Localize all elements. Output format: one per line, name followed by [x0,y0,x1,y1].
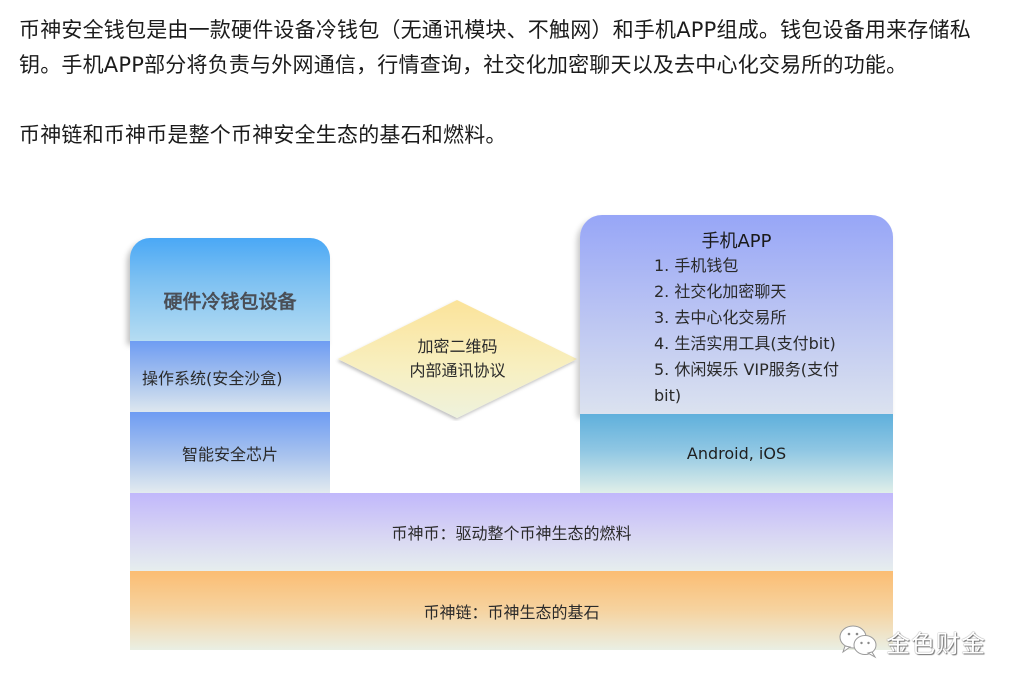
hardware-os-label: 操作系统(安全沙盒) [142,368,283,388]
intro-paragraph-2: 币神链和币神币是整个币神安全生态的基石和燃料。 [19,123,507,147]
app-feature-item: 4. 生活实用工具(支付bit) [654,334,836,353]
link-line-1: 加密二维码 [417,337,498,356]
mobile-os-label: Android, iOS [686,444,787,463]
chain-layer: 币神链：币神生态的基石 [130,571,893,650]
mobile-app-box: 手机APP 1. 手机钱包 2. 社交化加密聊天 3. 去中心化交易所 4. 生… [580,215,893,414]
app-feature-item: 2. 社交化加密聊天 [654,282,787,301]
watermark-text: 金色财金 [886,629,986,658]
watermark: 金色财金 [838,620,986,662]
app-feature-item: 3. 去中心化交易所 [654,308,787,327]
hardware-chip-layer: 智能安全芯片 [130,412,330,493]
chain-layer-label: 币神链：币神生态的基石 [423,602,600,622]
diamond-shape-icon [338,300,577,418]
link-line-2: 内部通讯协议 [409,361,506,380]
app-feature-item: 5. 休闲娱乐 VIP服务(支付bit) [654,360,839,405]
app-feature-list: 1. 手机钱包 2. 社交化加密聊天 3. 去中心化交易所 4. 生活实用工具(… [654,253,864,409]
coin-layer: 币神币：驱动整个币神生态的燃料 [130,493,893,571]
coin-layer-label: 币神币：驱动整个币神生态的燃料 [391,524,632,543]
hardware-wallet-box: 硬件冷钱包设备 [130,238,330,341]
hardware-wallet-title: 硬件冷钱包设备 [163,291,297,313]
communication-link-diamond: 加密二维码 内部通讯协议 [335,297,580,421]
mobile-os-layer: Android, iOS [580,414,893,493]
hardware-chip-label: 智能安全芯片 [181,444,278,464]
hardware-os-layer: 操作系统(安全沙盒) [130,341,330,412]
wechat-icon [839,625,877,659]
app-feature-item: 1. 手机钱包 [654,256,739,275]
intro-paragraph-1: 币神安全钱包是由一款硬件设备冷钱包（无通讯模块、不触网）和手机APP组成。钱包设… [19,18,971,77]
intro-text: 币神安全钱包是由一款硬件设备冷钱包（无通讯模块、不触网）和手机APP组成。钱包设… [19,13,999,153]
mobile-app-title: 手机APP [701,231,772,252]
